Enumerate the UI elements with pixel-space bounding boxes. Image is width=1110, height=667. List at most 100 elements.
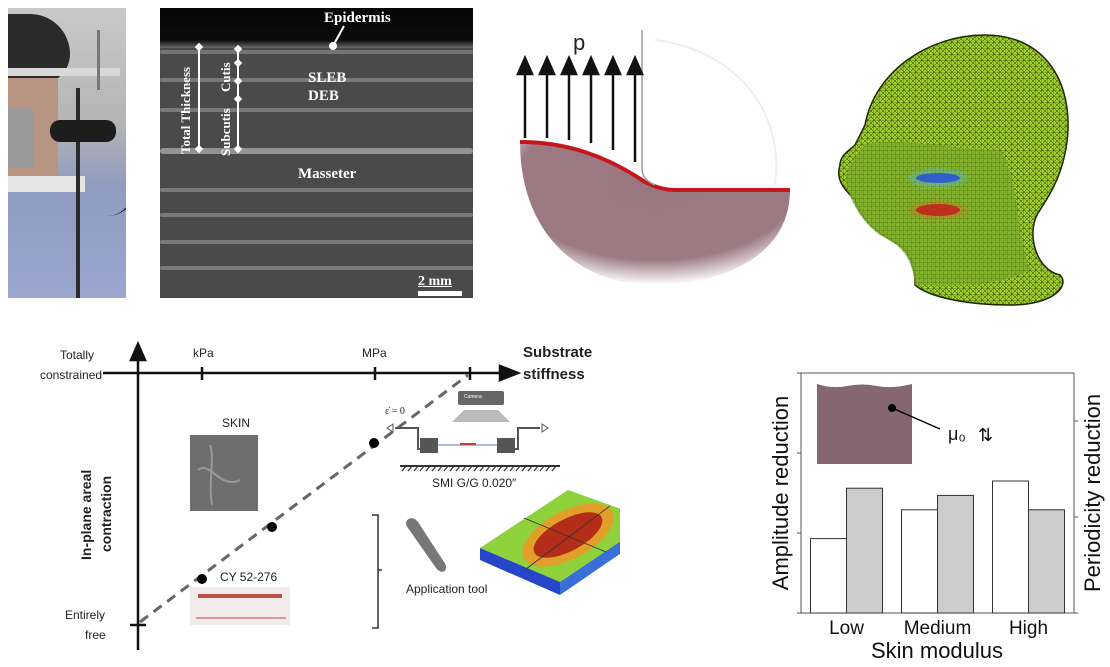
bars xyxy=(810,480,1065,614)
strain-label: ε̇ = 0 xyxy=(385,406,405,417)
bar-high-series-1 xyxy=(992,480,1029,614)
head-mesh xyxy=(838,34,1069,306)
suction-cup-wall xyxy=(641,30,656,186)
anonymization-block xyxy=(8,108,34,168)
red-halo xyxy=(908,200,968,220)
pull-arrow-left xyxy=(386,423,394,433)
red-region xyxy=(916,204,960,216)
tissue-layer xyxy=(160,266,473,270)
tissue-region xyxy=(520,142,790,285)
camera-view xyxy=(452,410,510,422)
skin-image xyxy=(190,435,258,511)
tissue-layer xyxy=(160,188,473,192)
pressure-diagram: p xyxy=(516,30,790,285)
bar-medium-series-1 xyxy=(901,509,938,614)
x-tick-label-kpa: kPa xyxy=(193,346,214,360)
y-axis-label-1: In-plane areal xyxy=(78,469,94,560)
masseter-label: Masseter xyxy=(298,166,357,182)
pressure-arrows xyxy=(516,54,644,162)
y-bottom-label-2: free xyxy=(85,628,106,642)
clamp-right xyxy=(497,438,515,453)
x-axis-label-2: stiffness xyxy=(523,366,585,383)
total-thickness-bar xyxy=(198,46,200,149)
bar-high-series-2 xyxy=(1028,509,1065,614)
ultrasound-probe xyxy=(50,120,116,142)
scale-bar xyxy=(418,291,462,296)
skin-label: SKIN xyxy=(222,416,251,430)
subject-photo xyxy=(8,8,126,298)
tissue-layer xyxy=(160,78,473,82)
x-tick-label: Medium xyxy=(904,618,972,639)
camera-label: Camera xyxy=(464,394,482,400)
inset-leader xyxy=(891,407,941,430)
y-ticks-right xyxy=(1074,420,1078,614)
application-tool-label: Application tool xyxy=(406,582,488,596)
x-tick-label: Low xyxy=(829,618,864,639)
ultrasound-image: Epidermis SLEB DEB Masseter Total Thickn… xyxy=(160,8,473,298)
inset-block xyxy=(817,384,912,464)
cy-sample-image xyxy=(190,587,290,625)
fixture-bar xyxy=(8,68,120,76)
clamp-left xyxy=(420,438,438,453)
x-axis-label: Skin modulus xyxy=(871,638,1003,663)
tissue-layer xyxy=(160,108,473,112)
pull-arrow-right xyxy=(541,423,549,433)
tissue-layer xyxy=(160,50,473,54)
y-ticks-left xyxy=(797,372,801,614)
blue-halo xyxy=(908,168,968,188)
suction-cup-outline xyxy=(654,39,778,186)
inset-mu-label: μ₀ xyxy=(948,424,966,444)
fem-slab-side-left xyxy=(480,548,560,595)
inset: μ₀ ⇅ xyxy=(817,384,993,464)
tissue-layer xyxy=(160,148,473,154)
y-top-label-1: Totally xyxy=(60,348,95,362)
sleb-label: SLEB xyxy=(308,70,347,86)
y-axis-arrow xyxy=(129,340,147,362)
application-tool-icon xyxy=(406,518,447,572)
tissue-layer xyxy=(160,240,473,244)
scale-label: 2 mm xyxy=(418,274,452,289)
fem-edge xyxy=(525,505,611,570)
fem-edge xyxy=(523,517,607,553)
epidermis-label: Epidermis xyxy=(324,10,391,26)
total-thickness-label: Total Thickness xyxy=(178,66,193,154)
fixture-post xyxy=(97,30,100,90)
marker xyxy=(233,94,243,104)
inset-arrows: ⇅ xyxy=(978,425,993,446)
x-axis-label-1: Substrate xyxy=(523,344,593,361)
pressure-label: p xyxy=(573,30,585,55)
y-axis-label-right: Periodicity reduction xyxy=(1080,394,1105,592)
trend-line xyxy=(139,373,469,624)
chin-rest xyxy=(8,176,85,192)
deb-label: DEB xyxy=(308,88,339,104)
subcutis-label: Subcutis xyxy=(218,108,233,156)
y-bottom-label-1: Entirely xyxy=(65,608,106,622)
stiffness-axes xyxy=(103,340,620,650)
cy-label: CY 52-276 xyxy=(220,570,278,584)
data-point-smi xyxy=(369,438,379,448)
blue-region xyxy=(916,173,960,183)
data-point-cy xyxy=(197,574,207,584)
y-top-label-2: constrained xyxy=(40,368,103,382)
bar-medium-series-2 xyxy=(937,494,974,614)
fem-hotspot xyxy=(533,512,603,558)
bracket xyxy=(372,514,382,629)
bar-low-series-1 xyxy=(810,538,847,614)
ground-hatch xyxy=(401,465,557,472)
data-point-skin xyxy=(267,522,277,532)
y-axis-label-2: contraction xyxy=(98,475,114,552)
y-axis-label-left: Amplitude reduction xyxy=(768,396,793,590)
stand-rod xyxy=(76,88,80,298)
skin-texture xyxy=(197,444,241,506)
bar-low-series-2 xyxy=(846,487,883,614)
smi-label: SMI G/G 0.020″ xyxy=(432,476,517,490)
marker xyxy=(233,58,243,68)
tissue-layer xyxy=(160,213,473,217)
cutis-label: Cutis xyxy=(218,62,233,92)
x-axis-arrow xyxy=(498,364,522,382)
probe-cable xyxy=(104,136,126,216)
fem-slab-side-right xyxy=(560,541,620,595)
camera-body xyxy=(458,391,504,405)
